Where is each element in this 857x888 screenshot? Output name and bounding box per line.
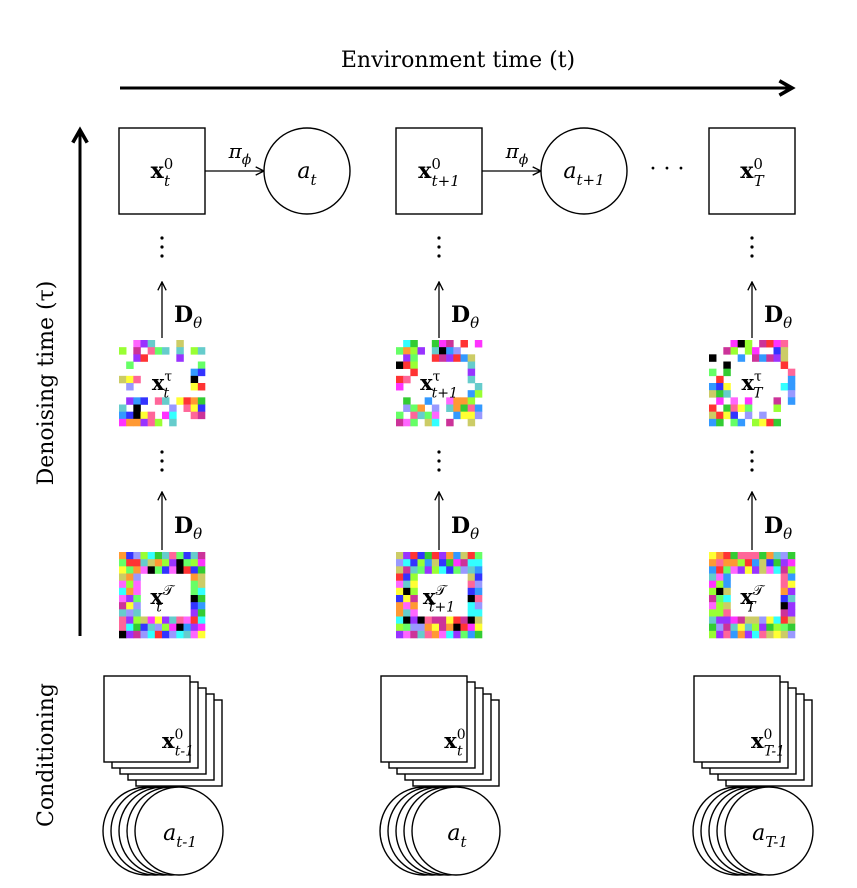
- vertical-dot: [750, 459, 754, 463]
- noise-pixels: [119, 552, 206, 639]
- conditioning-stack: [692, 675, 814, 876]
- clean-state-box: [118, 127, 206, 215]
- vertical-dot: [437, 245, 441, 249]
- policy-label: πϕ: [505, 139, 529, 168]
- noise-pixels: [119, 340, 206, 427]
- full-noisy-state-box: [119, 552, 206, 639]
- vertical-dot: [750, 468, 754, 472]
- vertical-dot: [437, 254, 441, 258]
- vertical-dot: [160, 245, 164, 249]
- mid-noisy-state-box: [119, 340, 206, 427]
- policy-label: πϕ: [228, 139, 252, 168]
- vertical-dot: [750, 450, 754, 454]
- action-label: at+1: [563, 159, 604, 189]
- denoiser-label: Dθ: [764, 302, 792, 332]
- action-label: at: [297, 159, 317, 189]
- denoiser-label: Dθ: [451, 302, 479, 332]
- denoiser-label: Dθ: [174, 513, 202, 543]
- noise-pixels: [709, 552, 796, 639]
- clean-state-box: [708, 127, 796, 215]
- conditioning-action-label: at-1: [163, 821, 197, 851]
- conditioning-stack: [102, 675, 224, 876]
- denoising-time-label: Denoising time (τ): [34, 281, 59, 486]
- conditioning-label: Conditioning: [34, 683, 59, 827]
- vertical-dot: [160, 254, 164, 258]
- vertical-dot: [437, 459, 441, 463]
- vertical-dot: [160, 450, 164, 454]
- vertical-dot: [160, 236, 164, 240]
- action-circle: [263, 127, 351, 215]
- denoiser-label: Dθ: [764, 513, 792, 543]
- denoiser-label: Dθ: [451, 513, 479, 543]
- vertical-dot: [750, 236, 754, 240]
- noise-pixels: [396, 552, 483, 639]
- mid-noisy-state-box: [396, 340, 483, 427]
- mid-noisy-state-box: [709, 340, 796, 427]
- noise-pixels: [709, 340, 796, 427]
- conditioning-action-label: aT-1: [752, 821, 788, 851]
- conditioning-action-label: at: [447, 821, 467, 851]
- vertical-dot: [160, 468, 164, 472]
- vertical-dot: [437, 468, 441, 472]
- clean-state-box: [395, 127, 483, 215]
- vertical-dot: [437, 236, 441, 240]
- conditioning-state-box: [103, 675, 191, 763]
- vertical-dot: [750, 254, 754, 258]
- conditioning-action-circle: [134, 786, 224, 876]
- full-noisy-state-box: [709, 552, 796, 639]
- noise-pixels: [396, 340, 483, 427]
- vertical-dot: [437, 450, 441, 454]
- vertical-dot: [160, 459, 164, 463]
- full-noisy-state-box: [396, 552, 483, 639]
- environment-time-label: Environment time (t): [341, 48, 575, 73]
- denoiser-label: Dθ: [174, 302, 202, 332]
- conditioning-action-circle: [724, 786, 814, 876]
- conditioning-stack: [379, 675, 501, 876]
- ellipsis-between-actions: · · ·: [650, 157, 685, 182]
- conditioning-action-circle: [411, 786, 501, 876]
- conditioning-state-box: [380, 675, 468, 763]
- action-circle: [540, 127, 628, 215]
- vertical-dot: [750, 245, 754, 249]
- conditioning-state-box: [693, 675, 781, 763]
